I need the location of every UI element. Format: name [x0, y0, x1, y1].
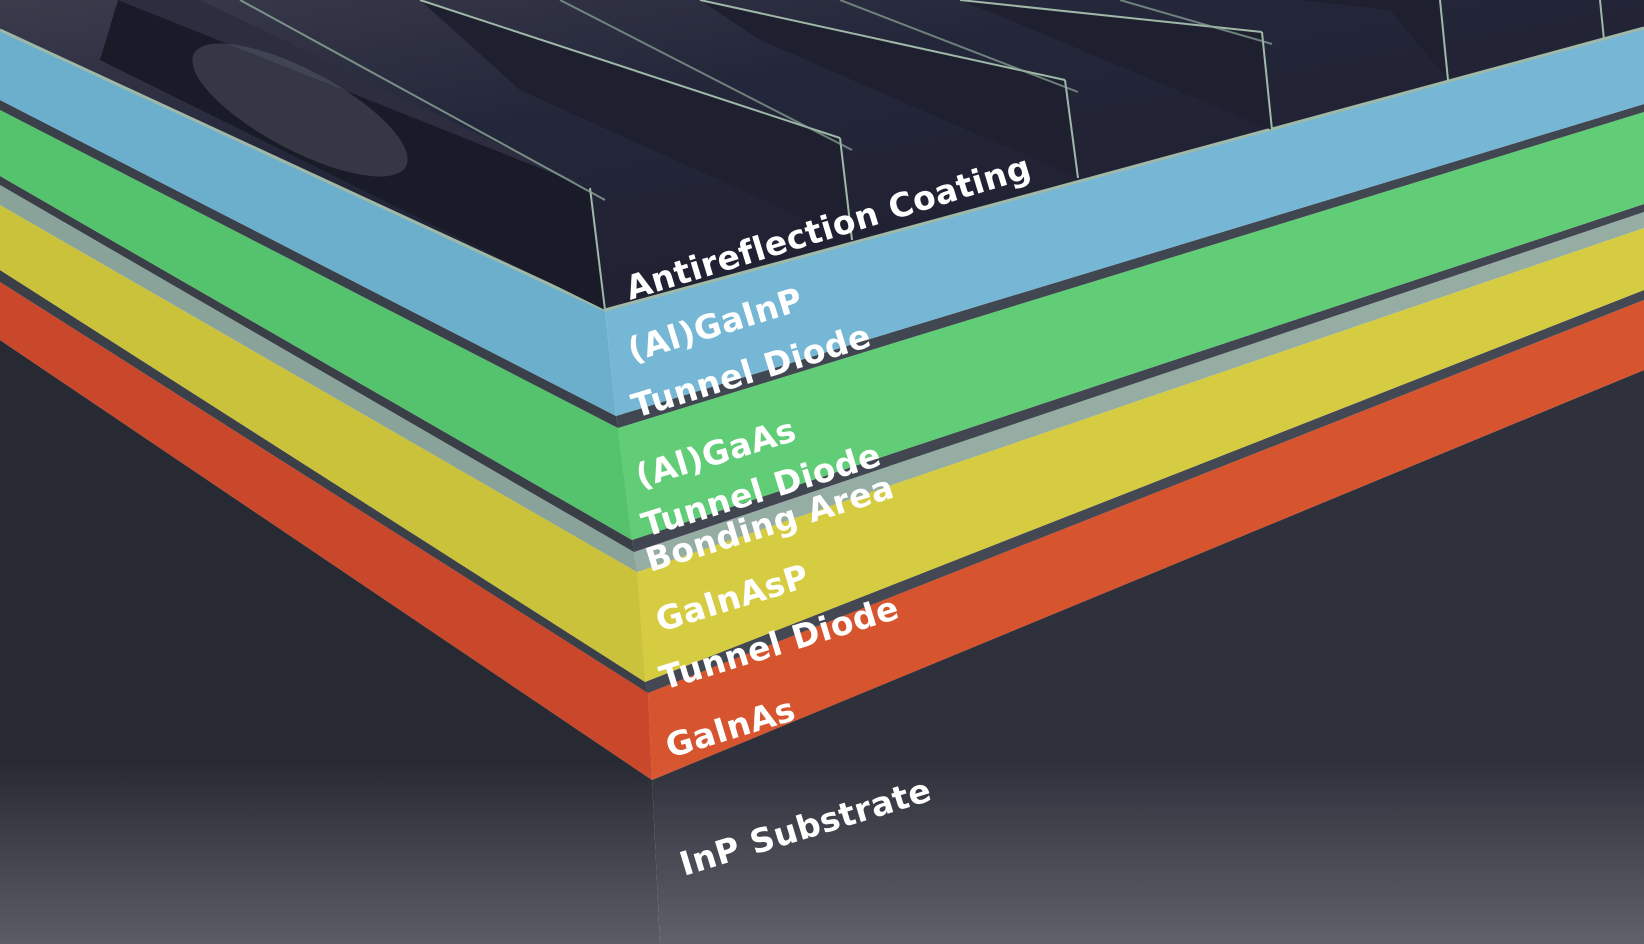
grid-fingers — [100, 0, 1605, 311]
layer-algaas — [0, 110, 1644, 540]
grid-finger — [100, 0, 605, 310]
layer-tunnel-diode-1 — [0, 100, 1644, 428]
layer-gainas — [0, 282, 1644, 780]
grid-finger — [700, 0, 1078, 178]
layer-tunnel-diode-3 — [0, 270, 1644, 693]
layer-gainasp — [0, 205, 1644, 682]
grid-finger — [1300, 0, 1448, 80]
grid-finger — [960, 0, 1272, 130]
layer-bonding-area — [0, 185, 1644, 572]
surface-highlight — [192, 43, 408, 177]
grid-finger — [420, 0, 852, 240]
layer-algainp — [0, 28, 1644, 416]
bottom-fade — [0, 760, 1644, 944]
layer-tunnel-diode-2 — [0, 176, 1644, 552]
